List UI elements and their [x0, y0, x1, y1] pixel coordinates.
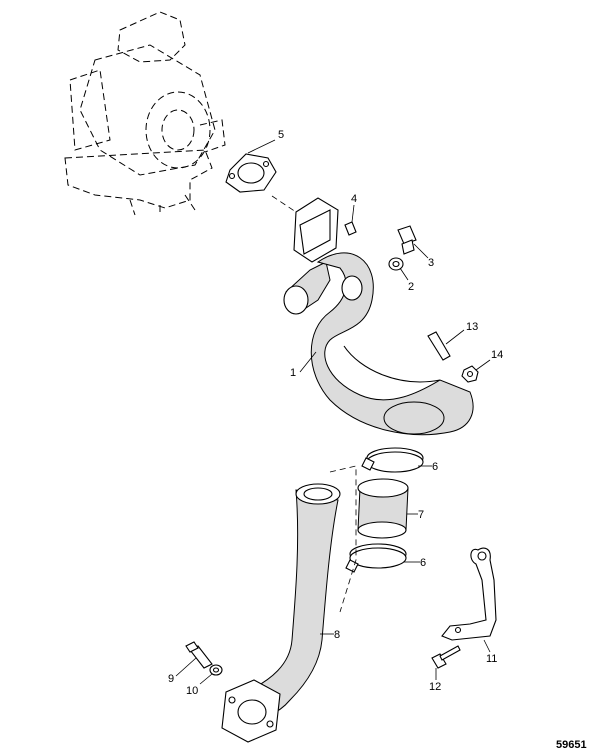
exhaust-pipe-part-8	[221, 465, 357, 743]
callout-10: 10	[186, 685, 198, 697]
callout-13: 13	[466, 321, 478, 333]
elbow-pipe-part-1	[283, 197, 474, 436]
bolt-part-9	[175, 641, 213, 677]
stud-part-13	[427, 329, 465, 361]
callout-5: 5	[278, 129, 284, 141]
callout-2: 2	[408, 281, 414, 293]
washer-part-10	[199, 664, 223, 685]
callout-7: 7	[418, 509, 424, 521]
callout-14: 14	[491, 349, 503, 361]
callout-1: 1	[290, 367, 296, 379]
callout-9: 9	[168, 673, 174, 685]
clip-part-4	[344, 204, 357, 236]
washer-part-2	[388, 257, 409, 281]
callout-3: 3	[428, 257, 434, 269]
callout-8: 8	[334, 629, 340, 641]
gasket-part-5	[225, 139, 306, 219]
turbocharger-reference-ghost	[64, 11, 226, 216]
hose-coupler-part-7	[357, 478, 418, 539]
callout-4: 4	[351, 193, 357, 205]
bracket-part-11	[441, 547, 497, 653]
figure-number: 59651	[556, 739, 587, 751]
callout-11: 11	[486, 653, 497, 665]
hose-clamp-part-6-upper	[361, 447, 432, 473]
hose-clamp-part-6-lower	[345, 543, 420, 573]
callout-6-lower: 6	[420, 557, 426, 569]
screw-part-12	[431, 645, 461, 680]
nut-part-14	[461, 359, 491, 383]
callout-6-upper: 6	[432, 461, 438, 473]
callout-12: 12	[429, 681, 441, 693]
fitting-part-3	[397, 225, 429, 259]
